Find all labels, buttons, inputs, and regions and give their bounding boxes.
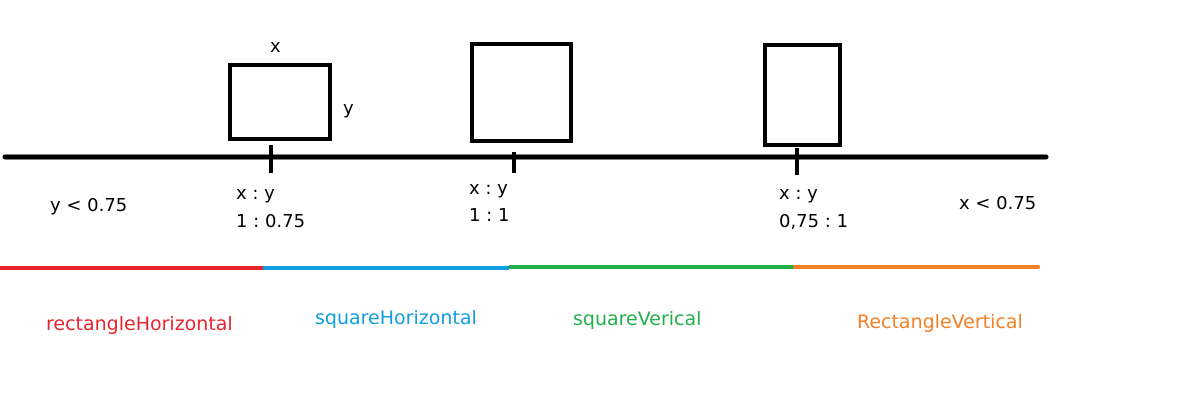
category-label-rectangle-horizontal: rectangleHorizontal — [46, 313, 233, 335]
category-label-square-vertical: squareVerical — [573, 308, 702, 330]
category-label-rectangle-vertical: RectangleVertical — [857, 311, 1023, 333]
vertical-rectangle-shape — [763, 43, 842, 147]
tick-2-ratio-header: x : y — [469, 178, 508, 199]
tick-1-ratio-value: 1 : 0.75 — [236, 211, 306, 232]
tick-2-ratio-value: 1 : 1 — [469, 205, 510, 226]
tick-3-ratio-value: 0,75 : 1 — [779, 211, 849, 232]
horizontal-rectangle-shape — [228, 63, 332, 141]
tick-3-ratio-header: x : y — [779, 183, 818, 204]
square-shape — [470, 42, 573, 143]
left-bound-label: y < 0.75 — [50, 195, 128, 216]
height-label: y — [343, 98, 354, 119]
category-label-square-horizontal: squareHorizontal — [315, 307, 477, 329]
tick-1-ratio-header: x : y — [236, 183, 275, 204]
right-bound-label: x < 0.75 — [959, 193, 1037, 214]
width-label: x — [270, 36, 281, 57]
